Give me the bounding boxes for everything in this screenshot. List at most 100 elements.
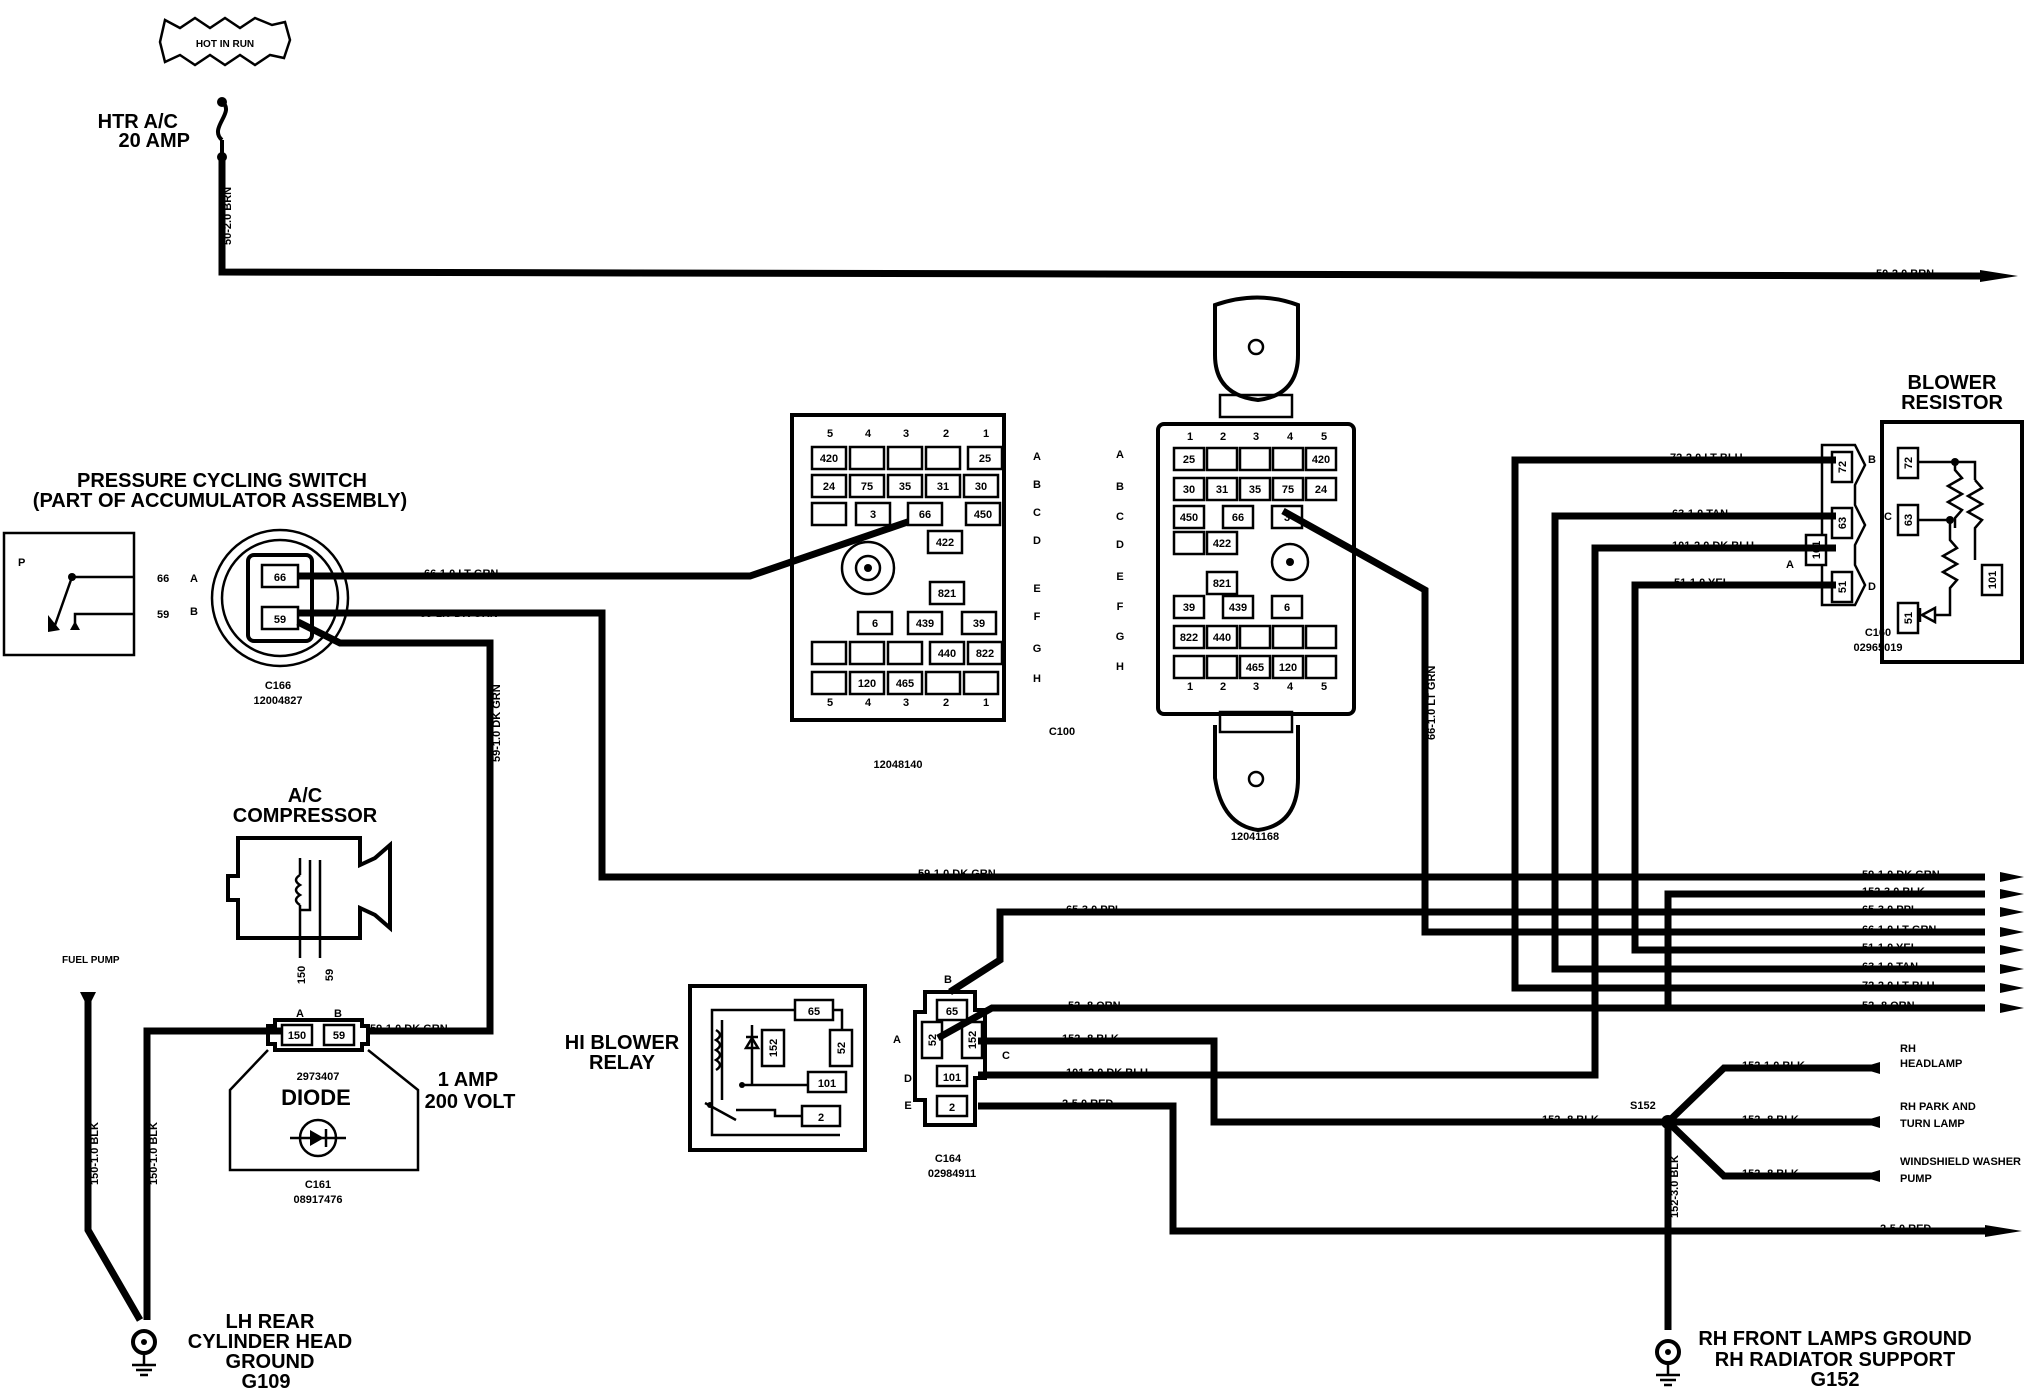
c2-row-B: B — [1116, 481, 1124, 493]
bundle-arrow-7 — [2000, 1003, 2024, 1013]
c100-cell-3: 3 — [870, 509, 876, 521]
c100-cell-75: 75 — [861, 481, 873, 493]
wire-59-dkgrn-main — [298, 609, 1985, 881]
bundle-arrow-3 — [2000, 927, 2024, 937]
c100-cell-24: 24 — [823, 481, 836, 493]
diode-label: DIODE — [281, 1085, 351, 1110]
c2-cell-439: 439 — [1229, 602, 1247, 614]
c2-cell-3: 3 — [1284, 512, 1290, 524]
c164-letter-E: E — [904, 1100, 911, 1112]
bundle-label-6: 72-2.0 LT BLU — [1862, 980, 1935, 992]
wire-label-headlamp: 152-1.0 BLK — [1742, 1060, 1805, 1072]
relay-pin-152: 152 — [768, 1039, 780, 1057]
c164-cell-152: 152 — [967, 1031, 979, 1049]
wire-headlamp — [1665, 1064, 1880, 1125]
resistor-inner-72: 72 — [1903, 457, 1915, 469]
c160-letter-C: C — [1884, 511, 1892, 523]
c2-col-top-5: 5 — [1321, 431, 1327, 443]
c2-row-G: G — [1116, 631, 1125, 643]
park-line2: TURN LAMP — [1900, 1118, 1965, 1130]
c2-cell-31: 31 — [1216, 484, 1228, 496]
wire-label-101: 101-2.0 DK BLU — [1066, 1067, 1148, 1079]
c2-col-top-2: 2 — [1220, 431, 1226, 443]
c2-cell-30: 30 — [1183, 484, 1195, 496]
compressor-line2: COMPRESSOR — [233, 805, 378, 827]
wire-label-150-a: 150-1.0 BLK — [89, 1122, 101, 1185]
ac-compressor: A/C COMPRESSOR 150 59 — [226, 785, 392, 984]
c100-cell-39: 39 — [973, 618, 985, 630]
arrow-red — [1985, 1225, 2022, 1237]
wire-label-59-vert: 59-1.0 DK GRN — [491, 684, 503, 762]
wire-label-2: 2-5.0 RED — [1062, 1098, 1113, 1110]
diode-cav-150: 150 — [288, 1030, 306, 1042]
c2-cell-66: 66 — [1232, 512, 1244, 524]
c100-cell-822: 822 — [976, 648, 994, 660]
wire-63-tan — [1551, 512, 1985, 973]
c164-part: 02984911 — [928, 1168, 976, 1180]
c2-col-top-4: 4 — [1287, 431, 1294, 443]
c161-label: C161 — [305, 1179, 331, 1191]
c164-cell-101: 101 — [943, 1072, 961, 1084]
diode-pin-a: A — [296, 1008, 304, 1020]
c100-row-C: C — [1033, 507, 1041, 519]
c2-cell-75: 75 — [1282, 484, 1294, 496]
lh-ground: LH REAR CYLINDER HEAD GROUND G109 — [131, 1311, 352, 1392]
wire-72-ltblu — [1511, 456, 1985, 992]
rh-ground: RH FRONT LAMPS GROUND RH RADIATOR SUPPOR… — [1655, 1328, 1972, 1391]
lh-ground-line2: CYLINDER HEAD — [188, 1331, 352, 1353]
wire-label-152-ground: 152-3.0 BLK — [1669, 1155, 1681, 1218]
bundle-label-4: 51-1.0 YEL — [1862, 942, 1918, 954]
c2-row-H: H — [1116, 661, 1124, 673]
c2-row-F: F — [1117, 601, 1124, 613]
pressure-switch-p: P — [18, 557, 25, 569]
c2-cell-450: 450 — [1180, 512, 1198, 524]
wire-label-101r: 101-2.0 DK BLU — [1672, 540, 1754, 552]
c160-letter-D: D — [1868, 581, 1876, 593]
htr-ac-fuse: HTR A/C 20 AMP — [98, 97, 228, 162]
blower-resistor-line1: BLOWER — [1908, 372, 1997, 394]
wire-label-152-splice: 152-.8 BLK — [1542, 1114, 1599, 1126]
c2-cell-39: 39 — [1183, 602, 1195, 614]
bundle-arrow-2 — [2000, 907, 2024, 917]
c100-label: C100 — [1049, 726, 1075, 738]
switch-cav-59: 59 — [274, 614, 286, 626]
park-line1: RH PARK AND — [1900, 1101, 1976, 1113]
c2-col-top-1: 1 — [1187, 431, 1193, 443]
compressor-line1: A/C — [288, 785, 322, 807]
c100-col-top-3: 3 — [903, 428, 909, 440]
c100-col-top-4: 4 — [865, 428, 872, 440]
splice-s152: S152 152-1.0 BLK 152-.8 BLK 152-.8 BLK R… — [1630, 1043, 2021, 1330]
wire-150-blk-a — [84, 1000, 144, 1322]
c100-row-B: B — [1033, 479, 1041, 491]
c2-cell-821: 821 — [1213, 578, 1231, 590]
wire-152-blk — [978, 1037, 1668, 1126]
washer-line1: WINDSHIELD WASHER — [1900, 1156, 2021, 1168]
c100-cell-450: 450 — [974, 509, 992, 521]
c2-row-D: D — [1116, 539, 1124, 551]
splice-label: S152 — [1630, 1100, 1656, 1112]
c164-letter-C: C — [1002, 1050, 1010, 1062]
wire-label-park: 152-.8 BLK — [1742, 1114, 1799, 1126]
wire-label-59-dkgrn: 59-1.0 DK GRN — [420, 608, 498, 620]
c2-row-E: E — [1116, 571, 1123, 583]
relay-pin-52: 52 — [836, 1042, 848, 1054]
c100-row-H: H — [1033, 673, 1041, 685]
c2-cell-465: 465 — [1246, 662, 1264, 674]
rh-ground-line1: RH FRONT LAMPS GROUND — [1698, 1328, 1971, 1350]
switch-pin-b: B — [190, 606, 198, 618]
c100-cell-25: 25 — [979, 453, 991, 465]
headlamp-line1: RH — [1900, 1043, 1916, 1055]
bundle-label-5: 63-1.0 TAN — [1862, 961, 1918, 973]
headlamp-line2: HEADLAMP — [1900, 1058, 1962, 1070]
c160-cav-51: 51 — [1837, 581, 1849, 593]
bundle-arrow-6 — [2000, 983, 2024, 993]
c2-col-bot-4: 4 — [1287, 681, 1294, 693]
c2-cell-822: 822 — [1180, 632, 1198, 644]
c2-cell-420: 420 — [1312, 454, 1330, 466]
c2-cell-24: 24 — [1315, 484, 1328, 496]
c100-cell-465: 465 — [896, 678, 914, 690]
c2-cell-35: 35 — [1249, 484, 1261, 496]
